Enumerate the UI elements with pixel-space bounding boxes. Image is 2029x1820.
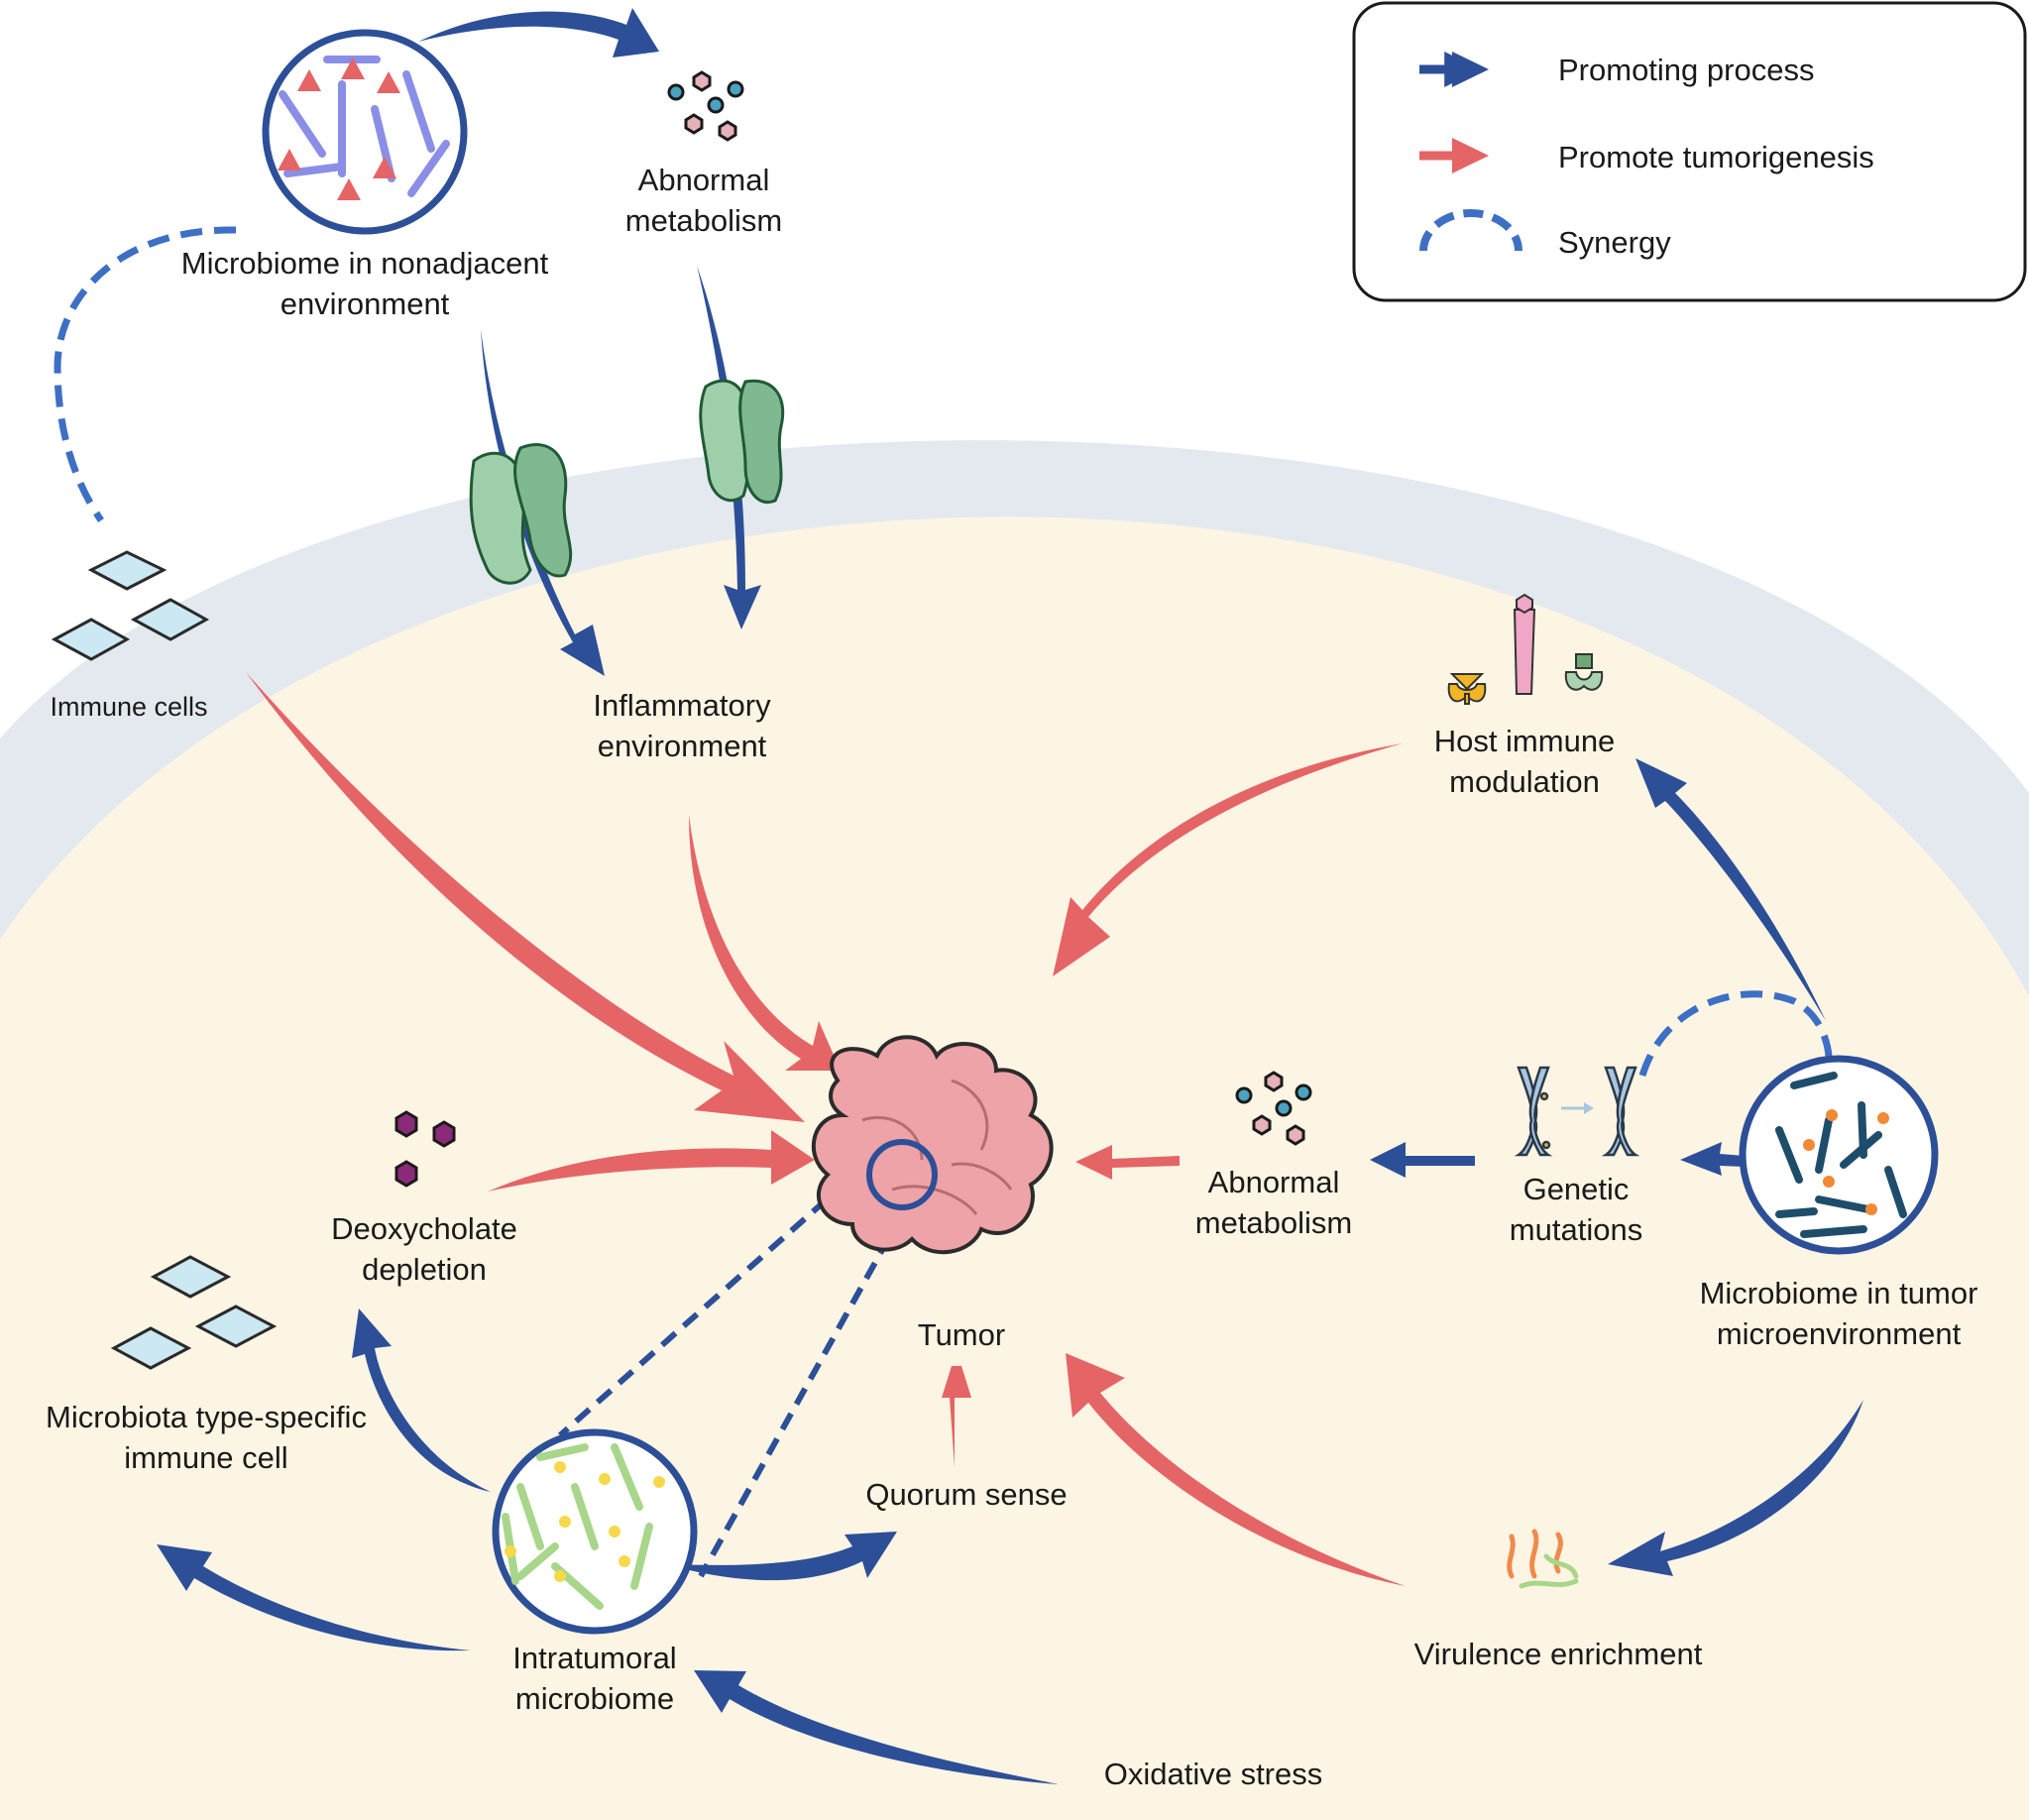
arrow-nonadjacent-to-inflammatory: [481, 329, 605, 676]
deoxycholate-icon: [395, 1110, 456, 1188]
metabolite-icon-right: [1235, 1071, 1312, 1146]
nonadjacent-microbiome-icon: [262, 29, 468, 235]
deoxycholate-label-1: Deoxycholate: [331, 1211, 517, 1246]
tumor-microbiome-label-1: Microbiome in tumor: [1700, 1276, 1978, 1310]
arrow-genetic-to-metabolism: [1370, 1142, 1475, 1178]
abnormal-metabolism-top-label-1: Abnormal: [638, 163, 770, 197]
legend-tumorigenesis-label: Promote tumorigenesis: [1558, 140, 1874, 174]
abnormal-metabolism-right-label-2: metabolism: [1195, 1205, 1353, 1240]
arrow-intratumoral-to-quorum: [666, 1532, 897, 1581]
virulence-label: Virulence enrichment: [1414, 1637, 1703, 1671]
quorum-label: Quorum sense: [865, 1477, 1067, 1512]
legend-promoting-arrowhead: [1452, 52, 1489, 87]
intratumoral-label-2: microbiome: [515, 1681, 674, 1716]
arrow-intratumoral-to-immune: [157, 1544, 471, 1651]
abnormal-metabolism-top-label-2: metabolism: [625, 203, 783, 238]
immune-cells-icon: [51, 550, 210, 661]
legend: Promoting process Promote tumorigenesis …: [1352, 1, 2027, 302]
tumor-icon: [811, 1035, 1054, 1255]
zoom-line-left: [558, 1159, 871, 1438]
arrow-oxidative-to-intratumoral: [694, 1670, 1059, 1784]
genetic-mutations-label-2: mutations: [1510, 1212, 1642, 1247]
tumor-label: Tumor: [918, 1317, 1005, 1352]
microbiota-immune-icon: [110, 1255, 278, 1370]
inflammatory-label-2: environment: [598, 729, 767, 763]
abnormal-metabolism-right-label-1: Abnormal: [1208, 1165, 1340, 1199]
arrow-tumor-microbiome-to-virulence: [1608, 1400, 1863, 1576]
tumor-microbiome-icon: [1739, 1055, 1939, 1255]
tumor-zoom-circle: [866, 1139, 938, 1210]
arrow-quorum-to-tumor: [942, 1366, 971, 1467]
legend-synergy-dash: [1419, 209, 1522, 252]
arrow-inflammatory-to-tumor: [689, 815, 841, 1071]
arrow-metabolism-to-tumor: [1075, 1145, 1180, 1180]
arrow-tumor-microbiome-to-host: [1635, 758, 1826, 1021]
membrane-channel-left: [469, 443, 573, 585]
metabolite-icon-top: [667, 70, 744, 142]
immune-cells-label: Immune cells: [50, 692, 207, 722]
host-immune-icon: [1447, 593, 1604, 705]
legend-synergy-label: Synergy: [1558, 225, 1671, 260]
host-immune-label-2: modulation: [1449, 764, 1600, 799]
intratumoral-microbiome-icon: [492, 1428, 698, 1635]
synergy-dashes: [54, 226, 1834, 1578]
red-arrows: [246, 672, 1406, 1586]
legend-promoting-label: Promoting process: [1558, 53, 1814, 87]
microbiota-immune-label-2: immune cell: [124, 1440, 287, 1475]
membrane-channel-right: [699, 379, 785, 504]
arrow-virulence-to-tumor: [1066, 1353, 1406, 1586]
host-immune-label-1: Host immune: [1434, 724, 1616, 758]
genetic-mutations-label-1: Genetic: [1523, 1172, 1630, 1206]
arrow-intratumoral-to-deoxycholate: [352, 1308, 491, 1492]
deoxycholate-label-2: depletion: [362, 1252, 487, 1287]
virulence-icon: [1507, 1529, 1579, 1589]
chromosome-icon: [1514, 1066, 1640, 1157]
tumor-microbiome-label-2: microenvironment: [1717, 1316, 1962, 1351]
nonadjacent-microbiome-label-1: Microbiome in nonadjacent: [181, 246, 549, 281]
synergy-genetic-tumor-microbiome: [1638, 990, 1834, 1078]
nonadjacent-microbiome-label-2: environment: [281, 286, 450, 321]
legend-tumorigenesis-arrowhead: [1452, 138, 1489, 173]
zoom-line-right: [698, 1186, 920, 1578]
microbiota-immune-label-1: Microbiota type-specific: [46, 1400, 367, 1434]
arrow-immune-to-tumor: [246, 672, 805, 1122]
synergy-nonadjacent-immune: [54, 226, 237, 522]
inflammatory-label-1: Inflammatory: [593, 688, 771, 723]
legend-box: [1352, 1, 2027, 302]
arrow-deoxycholate-to-tumor: [488, 1130, 815, 1192]
oxidative-label: Oxidative stress: [1104, 1757, 1323, 1791]
arrow-nonadjacent-to-metabolism: [418, 8, 659, 57]
intratumoral-label-1: Intratumoral: [512, 1641, 676, 1675]
arrow-tumor-microbiome-to-genetic: [1680, 1142, 1769, 1176]
